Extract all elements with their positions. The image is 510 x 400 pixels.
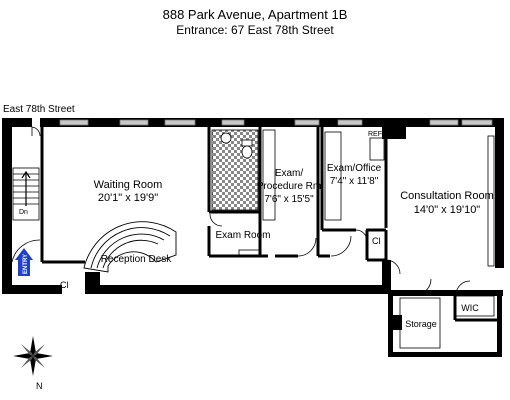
exam-office-dims: 7'4" x 11'8": [330, 176, 379, 187]
reception-desk-label: Reception Desk: [101, 254, 173, 265]
consultation-room-label: Consultation Room: [400, 190, 494, 202]
waiting-room-label: Waiting Room: [94, 179, 163, 191]
consultation-room-dims: 14'0" x 19'10": [414, 204, 481, 216]
wic-label: WIC: [461, 303, 479, 313]
entry-label: ENTRY: [23, 254, 29, 274]
staircase: [12, 167, 40, 221]
compass-north-label: N: [36, 381, 43, 391]
storage-label: Storage: [405, 319, 437, 329]
reception-desk: [83, 221, 177, 273]
entry-arrow-icon: [15, 248, 33, 276]
outer-walls: [2, 118, 504, 357]
waiting-room-dims: 20'1" x 19'9": [98, 192, 158, 204]
closet-left-label: Cl: [60, 280, 69, 290]
plan-subtitle: Entrance: 67 East 78th Street: [176, 23, 334, 37]
bathroom-fixtures: [211, 129, 259, 211]
doors: [11, 126, 471, 296]
exam-procedure-dims: 7'6" x 15'5": [264, 194, 314, 205]
exam-procedure-label-line2: Procedure Rm: [257, 181, 321, 192]
compass-rose-icon: [13, 336, 53, 376]
street-label: East 78th Street: [3, 104, 75, 115]
stairs-down-label: Dn: [19, 209, 28, 216]
cabinetry: [238, 129, 495, 349]
exam-office-label: Exam/Office: [327, 163, 382, 174]
plan-title: 888 Park Avenue, Apartment 1B: [162, 7, 348, 22]
closet-right-label: Cl: [372, 236, 381, 246]
exam-procedure-label-line1: Exam/: [275, 168, 304, 179]
windows: [59, 119, 493, 126]
ref-label: REF: [368, 131, 382, 138]
exam-room-label: Exam Room: [215, 230, 270, 241]
interior-walls: [40, 127, 497, 322]
